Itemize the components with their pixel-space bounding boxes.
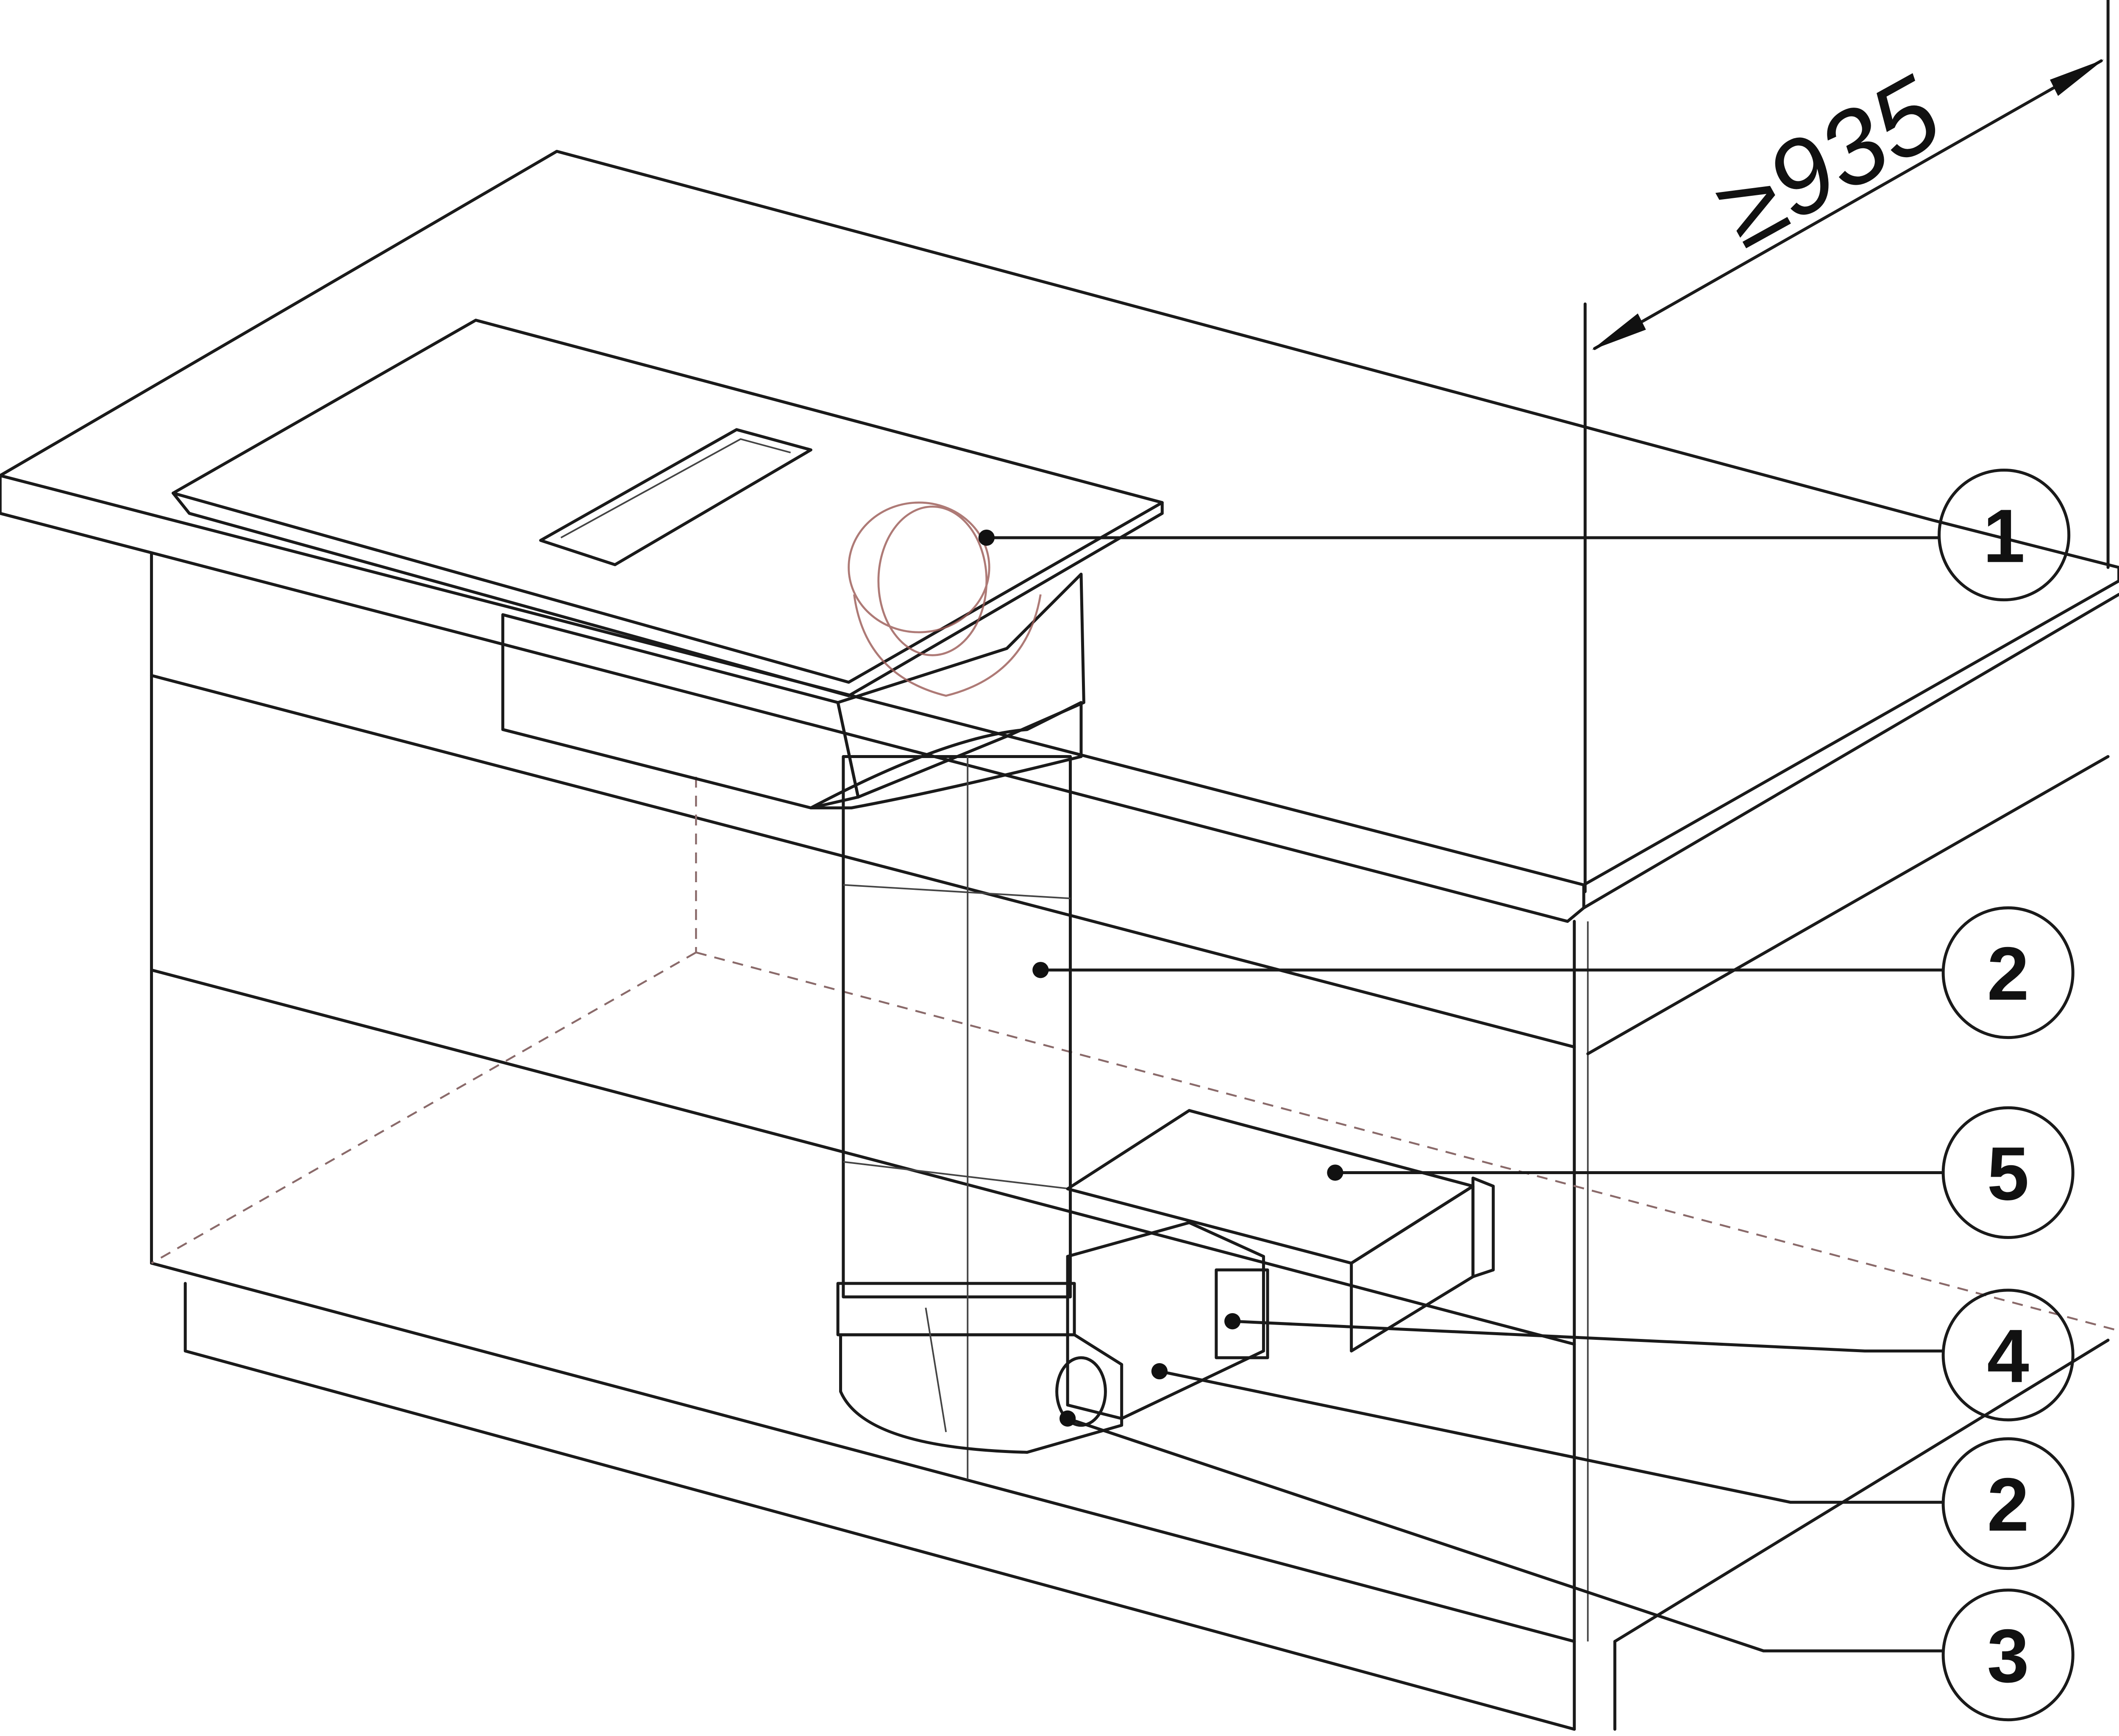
hob [171, 319, 1164, 810]
vertical-duct [809, 701, 1083, 1480]
callout-1: 1 [1938, 469, 2071, 602]
callout-3: 3 [1941, 1589, 2075, 1722]
leader-dots [978, 529, 1343, 1427]
callout-label: 2 [1987, 1462, 2029, 1547]
cabinet [150, 552, 2110, 1731]
callout-5: 5 [1941, 1106, 2075, 1239]
callout-2: 2 [1941, 906, 2075, 1039]
horizontal-duct [1066, 1221, 1269, 1420]
callout-label: 4 [1987, 1314, 2029, 1398]
callout-label: 3 [1987, 1613, 2029, 1698]
callout-label: 2 [1987, 931, 2029, 1016]
callout-label: 5 [1987, 1131, 2029, 1216]
leader-lines [985, 536, 1944, 1653]
duct-elbow [836, 1282, 1123, 1454]
outlet-box [1066, 1109, 1495, 1353]
hidden-lines [151, 777, 2119, 1332]
dimension: ≥935 [1583, 0, 2110, 893]
callout-4: 4 [1941, 1289, 2075, 1422]
callout-2b: 2 [1941, 1437, 2075, 1570]
callout-label: 1 [1983, 493, 2025, 578]
duct-connector-ghost [848, 501, 1042, 697]
dimension-label: ≥935 [1697, 53, 1959, 269]
